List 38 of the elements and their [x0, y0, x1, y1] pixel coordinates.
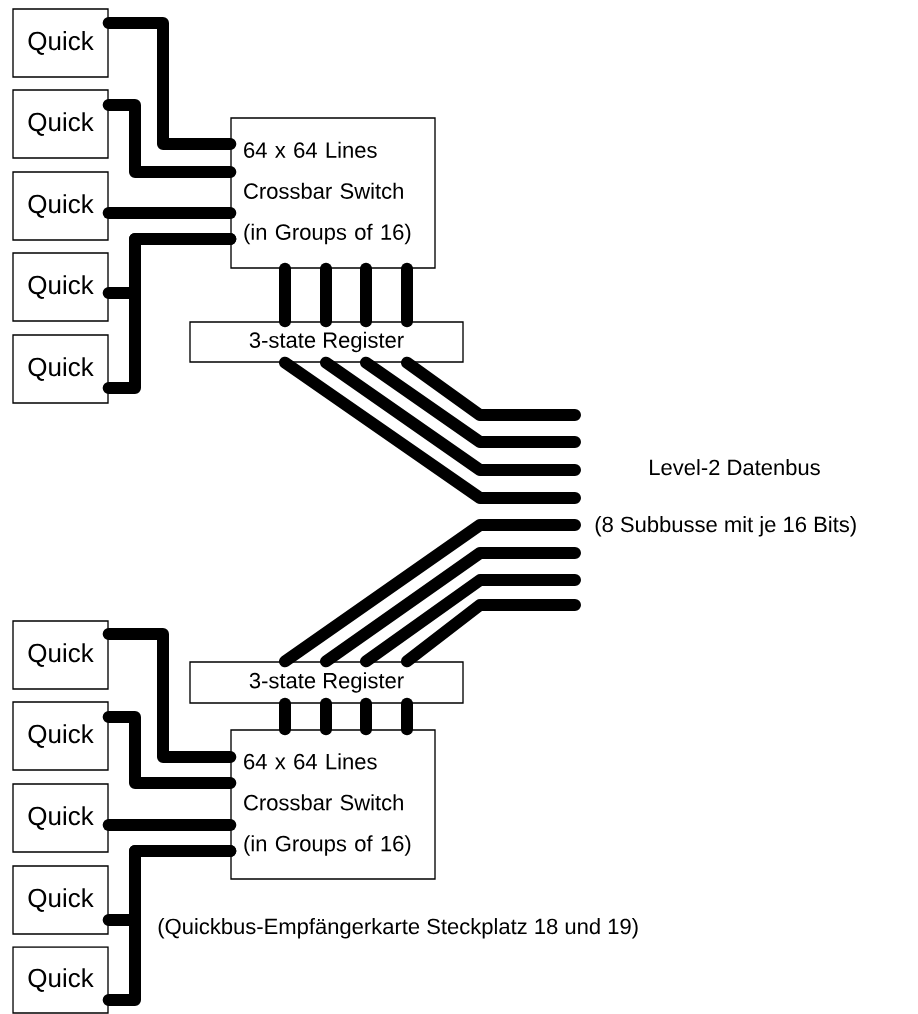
bus-line [279, 697, 291, 736]
bus-line [102, 845, 237, 1006]
module-box: Quick [12, 783, 109, 853]
bus-line [102, 233, 237, 394]
crossbar-switch-box: 64 x 64 Lines Crossbar Switch (in Groups of 16) [230, 729, 436, 880]
label-text: (Quickbus-Empfängerkarte Steckplatz 18 und 19) [158, 918, 638, 939]
module-box: Quick [12, 701, 109, 771]
bus-line [102, 711, 237, 789]
bus-line [102, 628, 237, 763]
module-box: Quick [12, 171, 109, 241]
module-box: Quick [12, 8, 109, 78]
bus-line [320, 547, 581, 668]
label-text: (8 Subbusse mit je 16 Bits) [595, 516, 856, 537]
module-box: Quick [12, 252, 109, 322]
bus-line [320, 356, 581, 476]
bus-line [401, 697, 413, 736]
bus-line [360, 697, 372, 736]
bus-line [401, 262, 413, 328]
bus-line [320, 697, 332, 736]
bus-line [102, 819, 237, 831]
register-box: 3-state Register [189, 661, 464, 704]
bus-line [102, 17, 237, 150]
bus-line [360, 262, 372, 328]
bus-line [279, 356, 581, 504]
bus-line [279, 262, 291, 328]
crossbar-switch-box: 64 x 64 Lines Crossbar Switch (in Groups of 16) [230, 117, 436, 269]
bus-line [320, 262, 332, 328]
bus-line [279, 519, 581, 668]
bus-line [102, 207, 237, 219]
bus-line [360, 574, 581, 668]
module-box: Quick [12, 334, 109, 404]
module-box: Quick [12, 620, 109, 690]
module-box: Quick [12, 865, 109, 935]
label-text: Level-2 Datenbus [650, 459, 820, 476]
bus-line [102, 99, 237, 178]
module-box: Quick [12, 89, 109, 159]
register-box: 3-state Register [189, 321, 464, 363]
module-box: Quick [12, 946, 109, 1014]
